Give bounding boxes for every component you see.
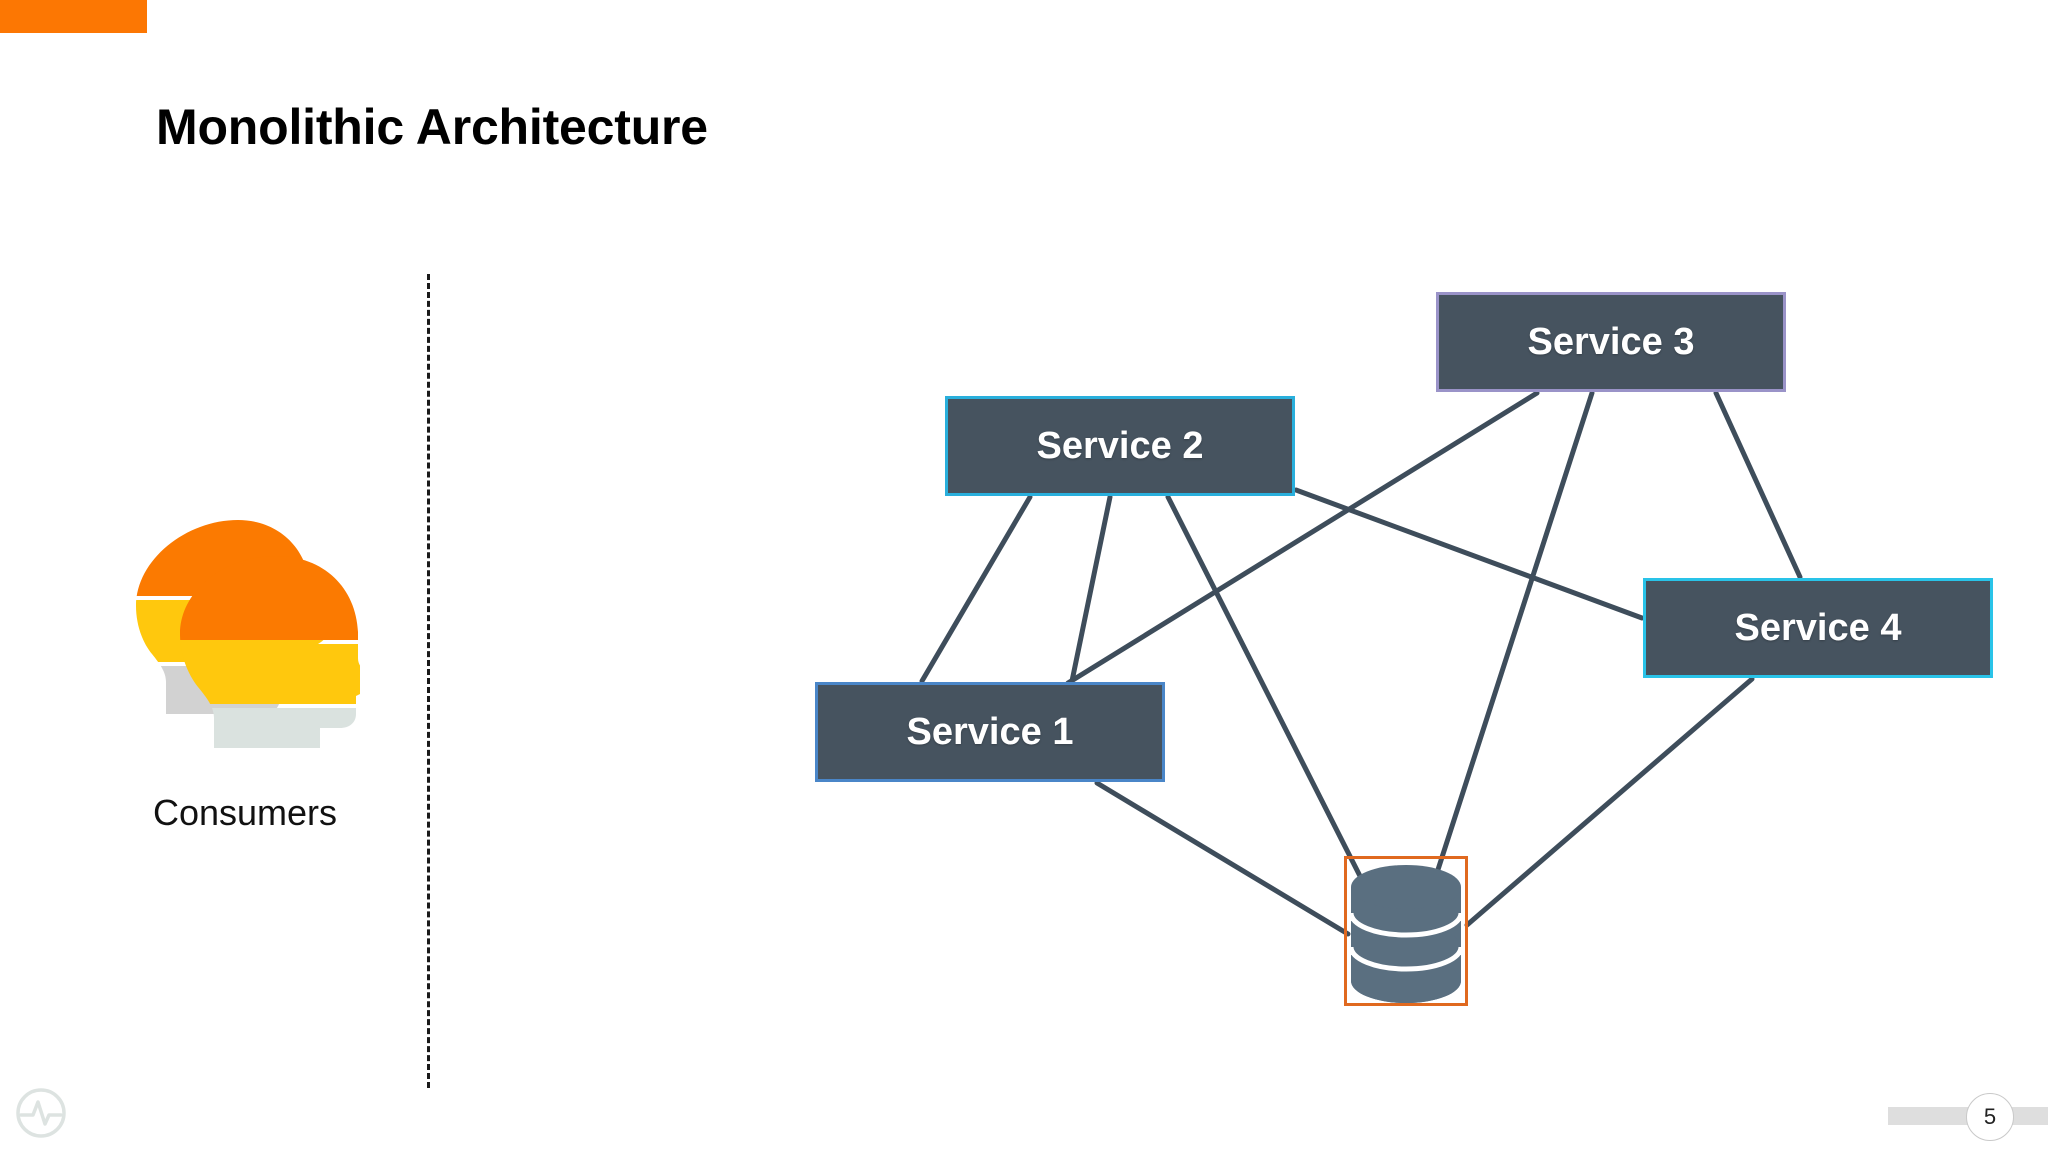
database-cylinder-icon bbox=[1348, 865, 1464, 1003]
consumers-label: Consumers bbox=[152, 792, 338, 833]
page-number-group: 5 bbox=[1888, 1093, 2048, 1141]
node-database[interactable] bbox=[1344, 856, 1468, 1006]
page-title: Monolithic Architecture bbox=[156, 99, 708, 155]
node-service-4-label: Service 4 bbox=[1734, 606, 1902, 649]
node-service-3-label: Service 3 bbox=[1527, 320, 1695, 363]
node-service-1-label: Service 1 bbox=[906, 710, 1074, 753]
node-service-3[interactable]: Service 3 bbox=[1436, 292, 1786, 392]
page-number-badge: 5 bbox=[1966, 1093, 2014, 1141]
node-service-2-label: Service 2 bbox=[1036, 424, 1204, 467]
consumers-group: Consumers bbox=[130, 512, 380, 842]
accent-bar bbox=[0, 0, 147, 33]
pulse-circle-logo bbox=[14, 1086, 68, 1140]
node-service-1[interactable]: Service 1 bbox=[815, 682, 1165, 782]
node-service-4[interactable]: Service 4 bbox=[1643, 578, 1993, 678]
two-heads-profile-icon bbox=[130, 512, 368, 752]
node-service-2[interactable]: Service 2 bbox=[945, 396, 1295, 496]
vertical-dashed-divider bbox=[427, 274, 430, 1088]
